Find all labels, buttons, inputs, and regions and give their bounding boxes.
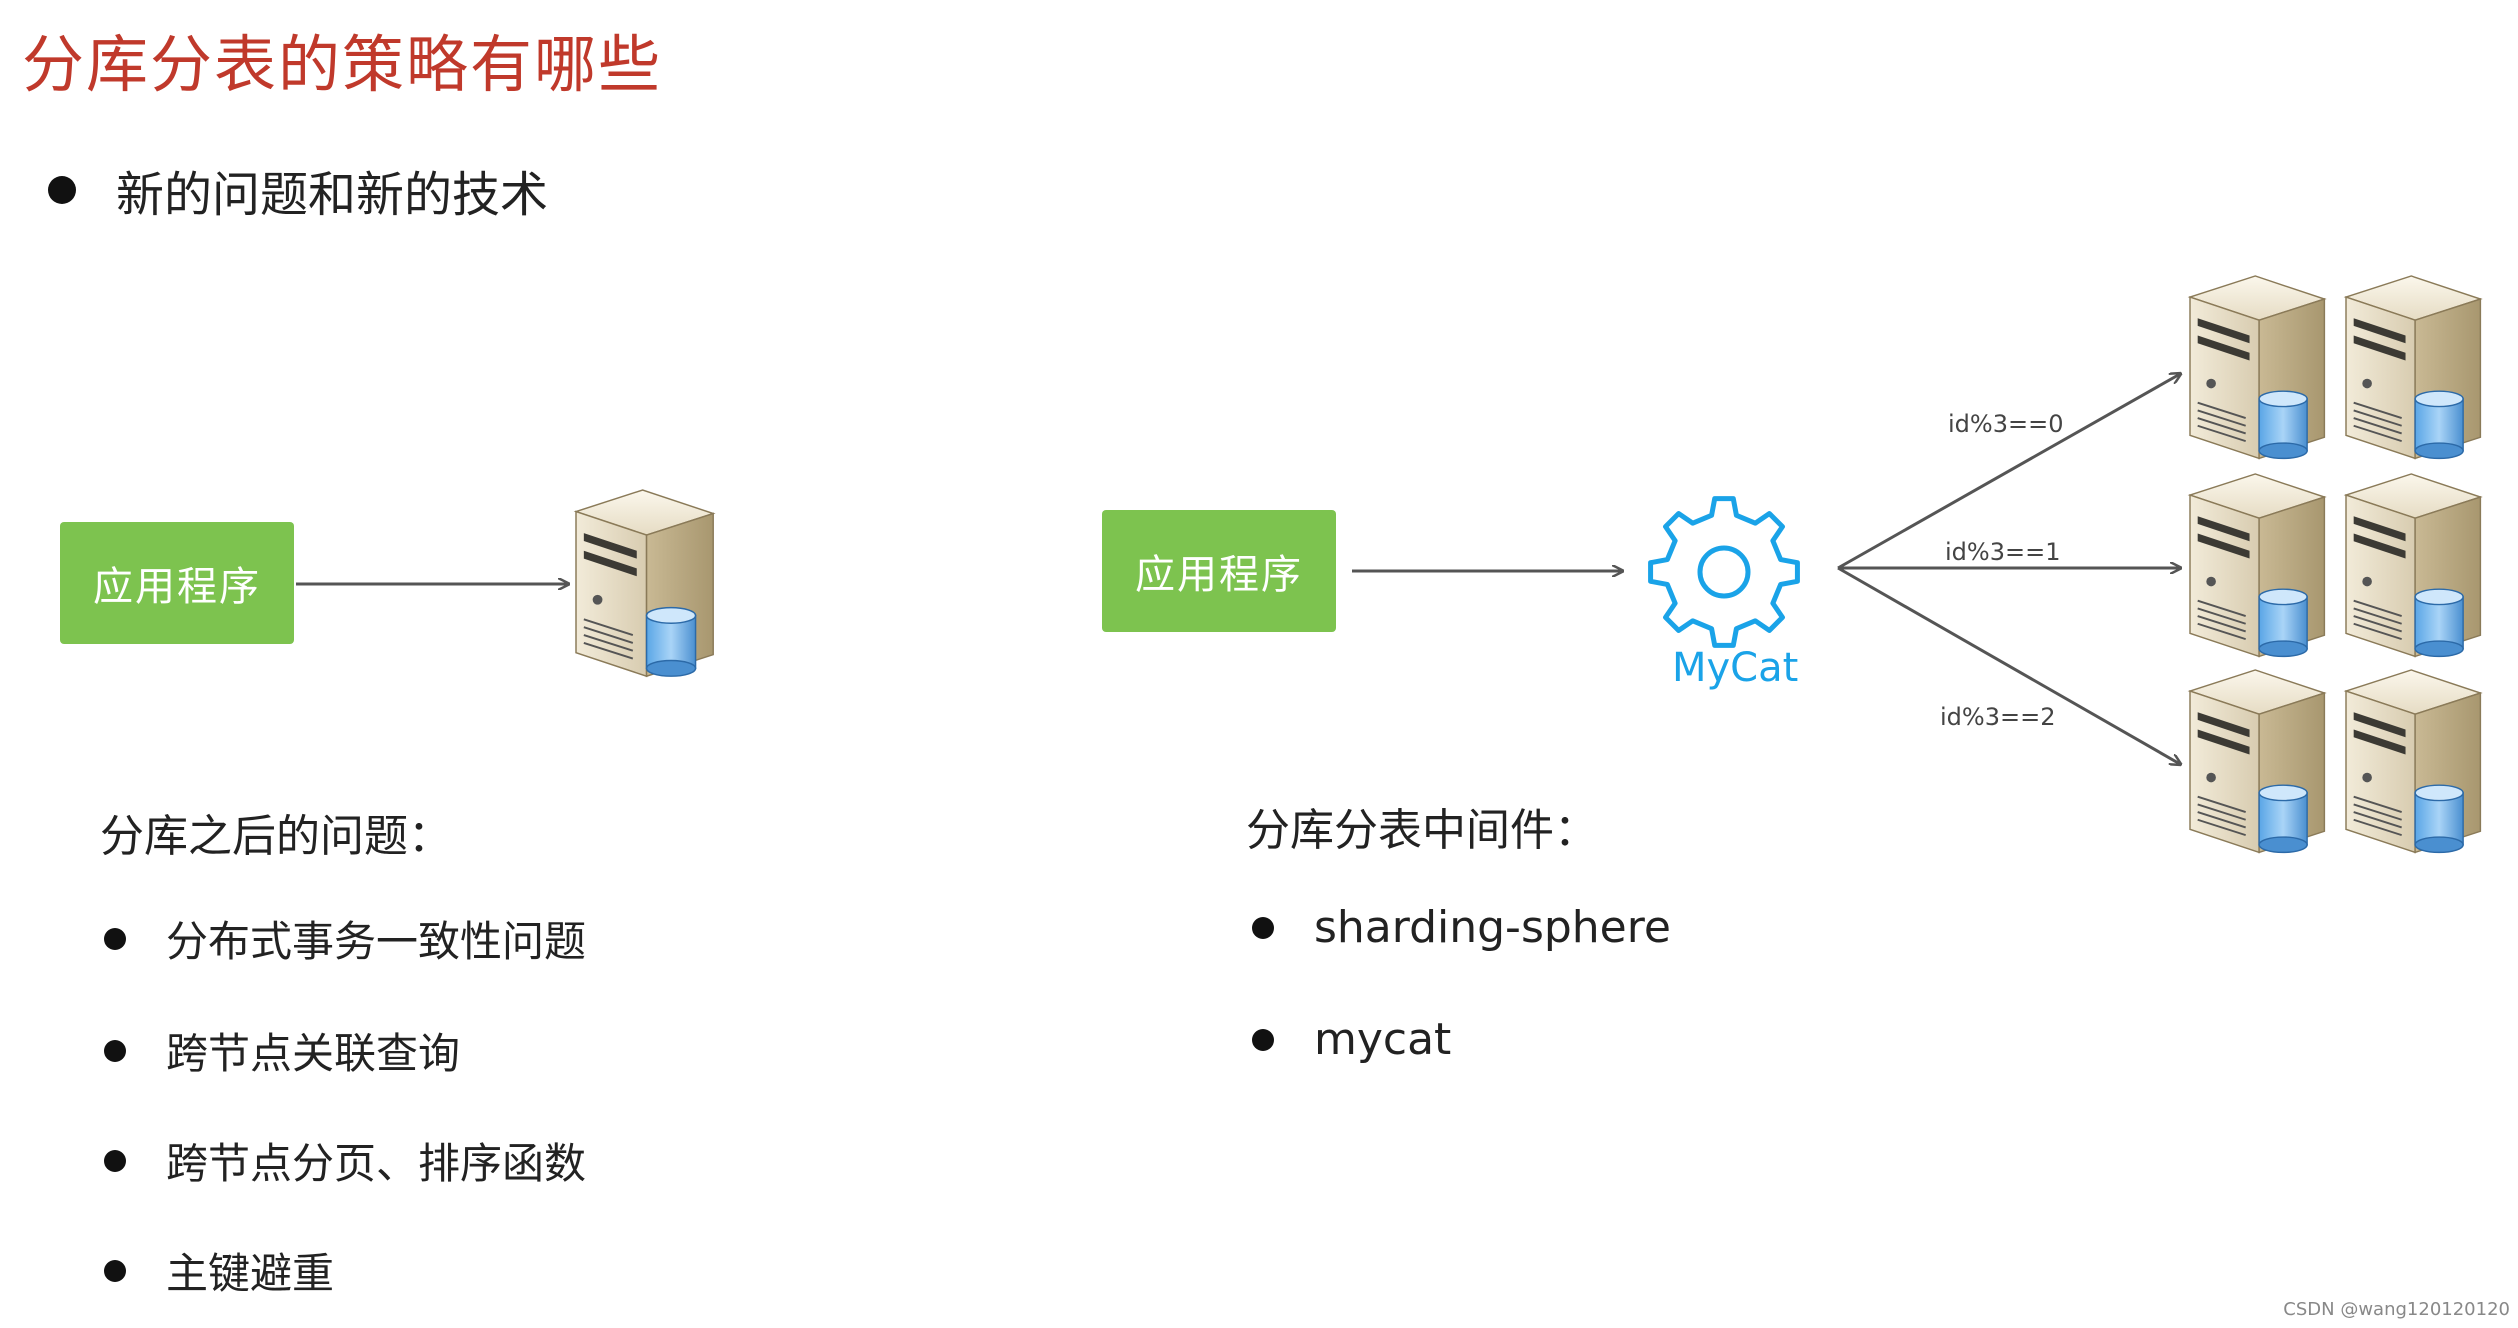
shard-server-icon (2345, 473, 2482, 658)
bullet-icon (1252, 916, 1274, 939)
list-item: 跨节点关联查询 (104, 1020, 460, 1081)
problem-text: 主键避重 (166, 1249, 335, 1298)
subtitle: 新的问题和新的技术 (116, 167, 549, 223)
rule-label-0: id%3==0 (1948, 410, 2064, 438)
shard-server-icon (2345, 275, 2482, 460)
bullet-icon (104, 927, 126, 950)
shard-server-icon (2189, 275, 2326, 460)
bullet-icon (48, 176, 76, 204)
problem-text: 跨节点分页、排序函数 (166, 1139, 587, 1188)
rule-label-1: id%3==1 (1945, 538, 2061, 566)
shard-arrow-2 (1837, 566, 2180, 764)
left-server-icon (575, 489, 715, 678)
list-item: mycat (1252, 1014, 1451, 1065)
middleware-text: mycat (1314, 1014, 1452, 1065)
list-item: sharding-sphere (1252, 902, 1671, 953)
list-item: 跨节点分页、排序函数 (104, 1130, 586, 1191)
watermark: CSDN @wang120120120 (2283, 1299, 2510, 1320)
bullet-icon (1252, 1028, 1274, 1051)
left-app-box: 应用程序 (60, 522, 294, 644)
right-app-box: 应用程序 (1102, 510, 1336, 632)
problem-text: 分布式事务一致性问题 (166, 917, 587, 966)
middleware-text: sharding-sphere (1314, 902, 1671, 953)
list-item: 分布式事务一致性问题 (104, 908, 586, 969)
shard-server-icon (2189, 669, 2326, 854)
middleware-heading: 分库分表中间件： (1246, 805, 1598, 856)
shard-server-icon (2189, 473, 2326, 658)
gear-icon (1648, 496, 1800, 648)
bullet-icon (104, 1259, 126, 1282)
bullet-icon (104, 1149, 126, 1172)
mycat-label: MyCat (1672, 645, 1799, 691)
problem-text: 跨节点关联查询 (166, 1029, 461, 1078)
subtitle-row: 新的问题和新的技术 (48, 155, 548, 225)
page-title: 分库分表的策略有哪些 (22, 28, 663, 101)
shard-arrow-0 (1837, 374, 2180, 570)
shard-server-icon (2345, 669, 2482, 854)
problems-heading: 分库之后的问题： (100, 811, 452, 862)
list-item: 主键避重 (104, 1240, 334, 1301)
bullet-icon (104, 1039, 126, 1062)
rule-label-2: id%3==2 (1940, 703, 2056, 731)
